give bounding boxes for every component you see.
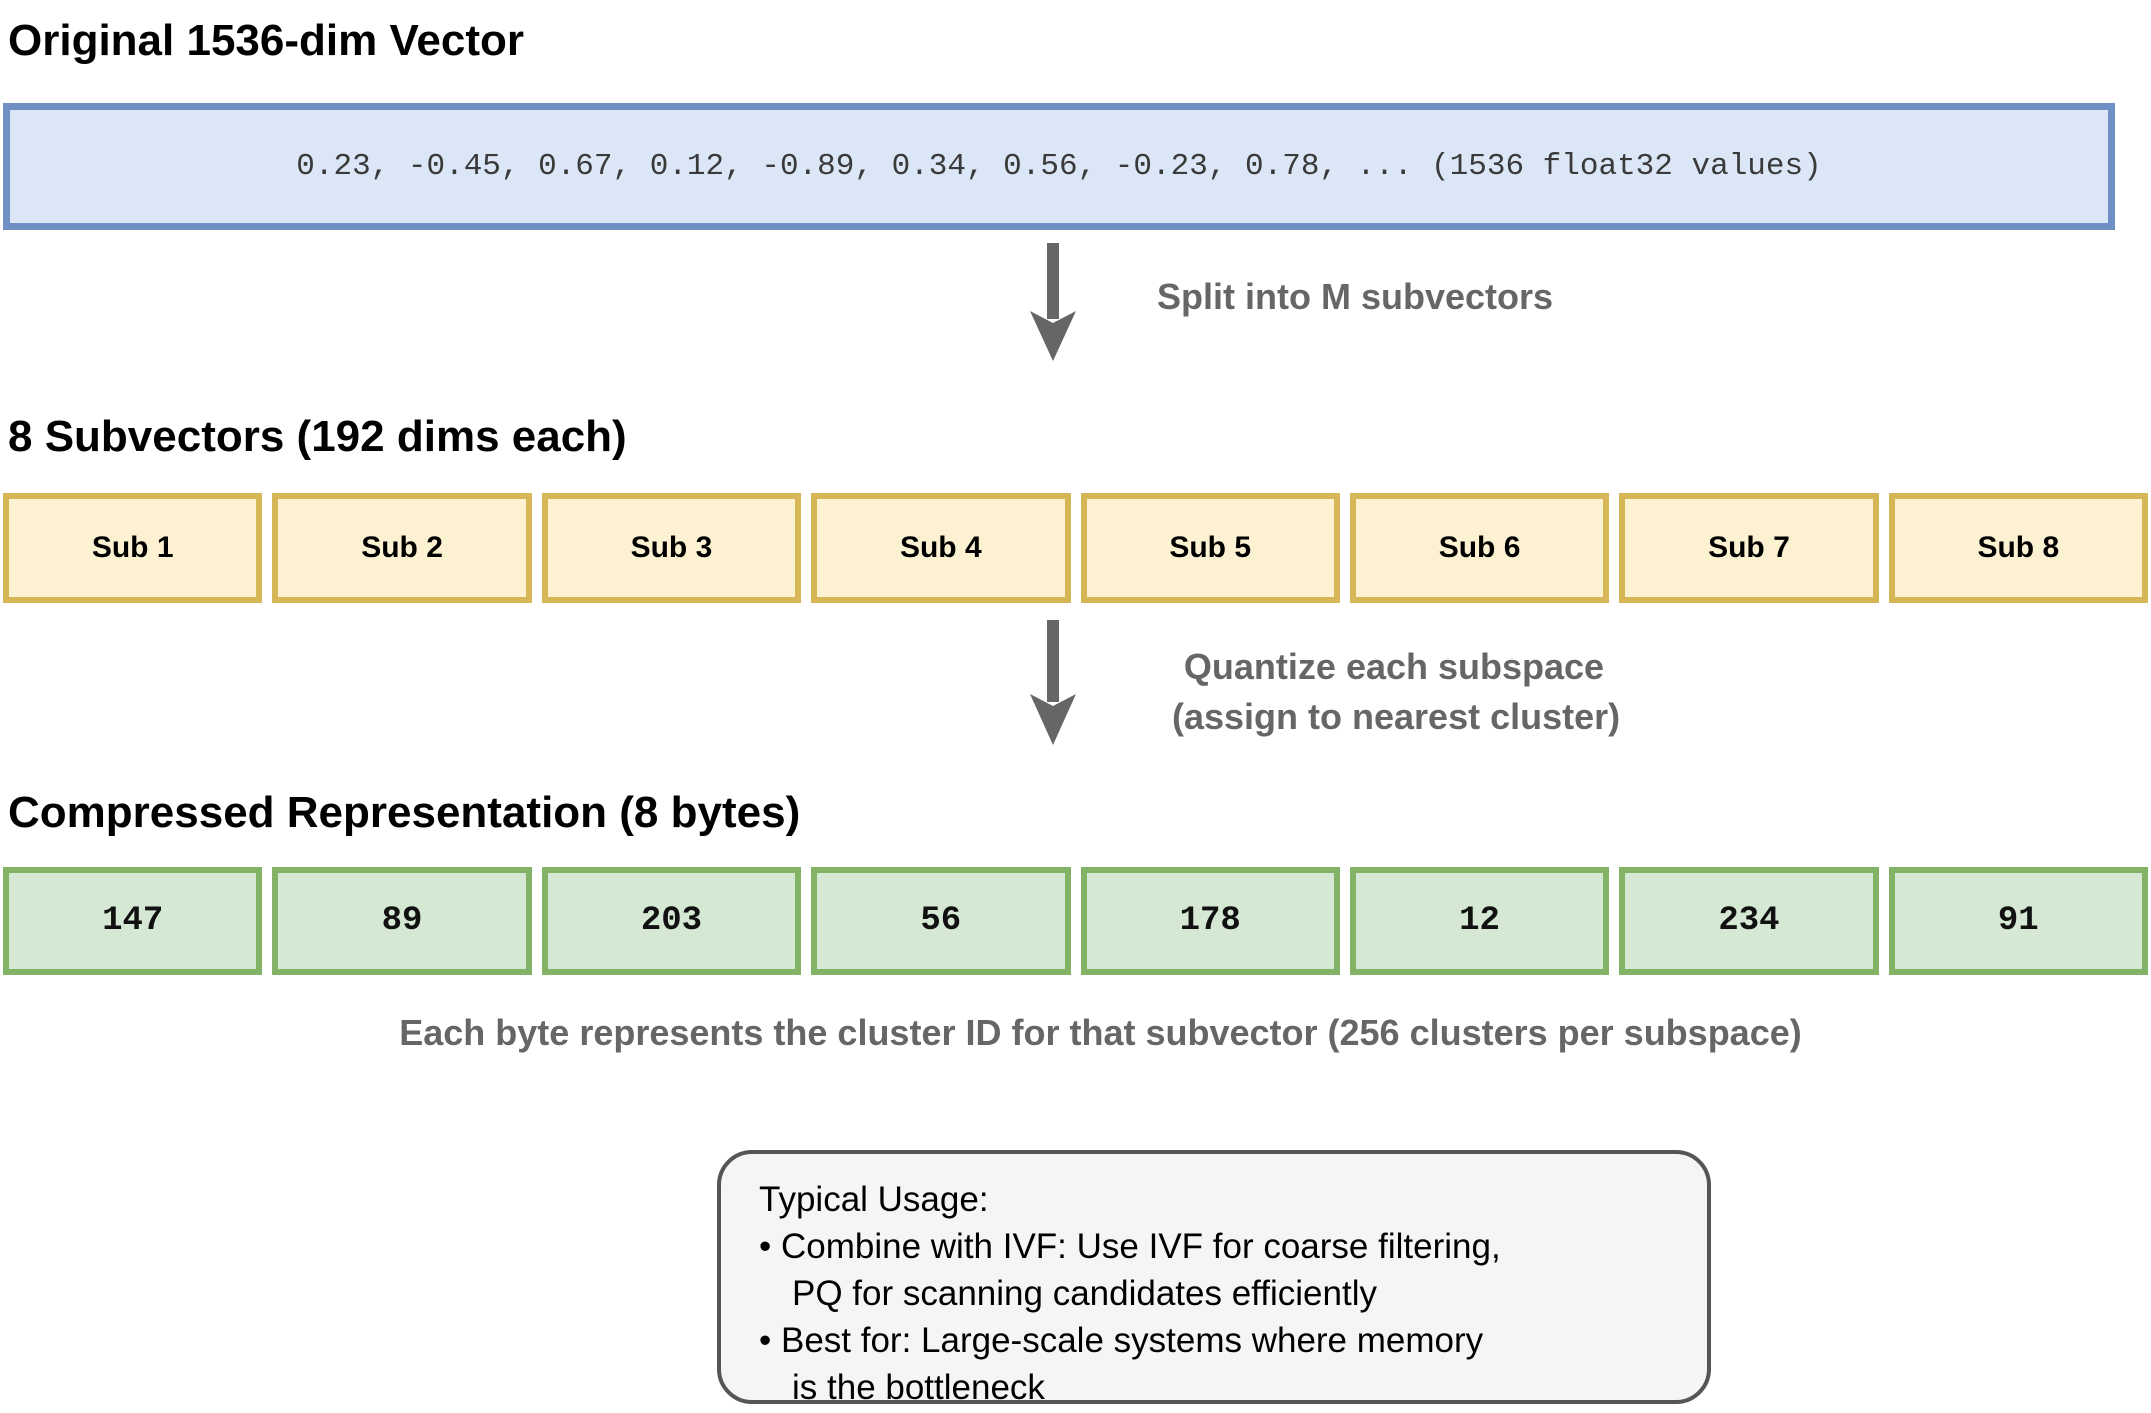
usage-line: • Best for: Large-scale systems where me… — [759, 1321, 1484, 1360]
original-vector-heading: Original 1536-dim Vector — [8, 16, 524, 65]
quantize-label-line2: (assign to nearest cluster) — [1172, 696, 1621, 737]
usage-line: • Combine with IVF: Use IVF for coarse f… — [759, 1227, 1501, 1266]
usage-line: PQ for scanning candidates efficiently — [792, 1274, 1377, 1313]
subvector-box: Sub 2 — [272, 493, 532, 603]
byte-box: 178 — [1080, 867, 1340, 975]
subvector-box: Sub 1 — [3, 493, 263, 603]
usage-line: is the bottleneck — [792, 1368, 1045, 1407]
compressed-heading: Compressed Representation (8 bytes) — [8, 788, 801, 837]
byte-box: 147 — [3, 867, 263, 975]
subvector-box: Sub 6 — [1349, 493, 1610, 603]
byte-box: 203 — [541, 867, 802, 975]
quantize-arrow-label: Quantize each subspace (assign to neares… — [1172, 642, 1621, 742]
usage-line: Typical Usage: — [759, 1180, 989, 1219]
subvector-box: Sub 5 — [1080, 493, 1340, 603]
byte-box: 12 — [1349, 867, 1610, 975]
byte-box: 89 — [272, 867, 532, 975]
original-vector-box: 0.23, -0.45, 0.67, 0.12, -0.89, 0.34, 0.… — [3, 103, 2115, 230]
subvectors-heading: 8 Subvectors (192 dims each) — [8, 412, 627, 461]
subvector-box: Sub 8 — [1888, 493, 2148, 603]
bytes-caption: Each byte represents the cluster ID for … — [399, 1012, 1802, 1053]
typical-usage-text: Typical Usage: • Combine with IVF: Use IV… — [759, 1176, 1687, 1411]
byte-box: 91 — [1888, 867, 2148, 975]
subvector-box: Sub 3 — [541, 493, 802, 603]
subvector-box: Sub 7 — [1619, 493, 1879, 603]
down-arrow-icon — [1028, 620, 1078, 745]
byte-box: 234 — [1619, 867, 1879, 975]
subvector-box: Sub 4 — [811, 493, 1071, 603]
typical-usage-box: Typical Usage: • Combine with IVF: Use IV… — [717, 1150, 1711, 1407]
split-arrow-label: Split into M subvectors — [1157, 276, 1554, 317]
vector-values-text: 0.23, -0.45, 0.67, 0.12, -0.89, 0.34, 0.… — [296, 149, 1822, 184]
down-arrow-icon — [1028, 243, 1078, 361]
quantize-label-line1: Quantize each subspace — [1183, 646, 1605, 687]
byte-box: 56 — [811, 867, 1071, 975]
